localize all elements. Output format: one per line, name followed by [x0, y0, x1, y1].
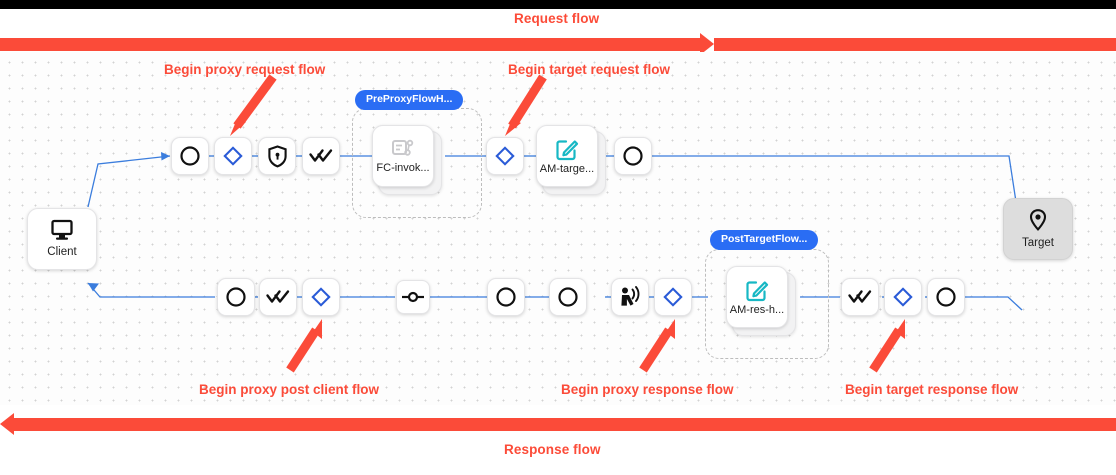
flow-callout-icon — [391, 138, 415, 160]
monitor-icon — [50, 219, 74, 241]
node-b7-broadcast[interactable] — [611, 278, 649, 316]
circle-icon — [225, 286, 247, 308]
double-check-icon — [309, 148, 333, 164]
callout-begin-proxy-request: Begin proxy request flow — [164, 62, 326, 77]
circle-icon — [935, 286, 957, 308]
node-t6-diamond[interactable] — [486, 137, 524, 175]
response-flow-bar — [14, 418, 1116, 431]
node-client-label: Client — [47, 246, 77, 259]
diamond-icon — [893, 287, 913, 307]
circle-icon — [179, 145, 201, 167]
diamond-icon — [663, 287, 683, 307]
node-b9-label: AM-res-h... — [729, 304, 785, 316]
double-check-icon — [266, 289, 290, 305]
node-b4-node-link[interactable] — [396, 280, 430, 314]
edit-square-icon — [555, 137, 579, 161]
node-b11-diamond[interactable] — [884, 278, 922, 316]
double-check-icon — [848, 289, 872, 305]
diamond-icon — [311, 287, 331, 307]
broadcast-icon — [618, 286, 642, 308]
callout-begin-target-request: Begin target request flow — [508, 62, 671, 77]
flow-canvas[interactable]: PreProxyFlowH... PostTargetFlow... Clien… — [0, 52, 1116, 405]
node-b5-circle[interactable] — [487, 278, 525, 316]
node-b12-circle[interactable] — [927, 278, 965, 316]
node-t1-circle[interactable] — [171, 137, 209, 175]
node-t8-circle[interactable] — [614, 137, 652, 175]
node-b3-diamond[interactable] — [302, 278, 340, 316]
request-flow-bar — [0, 38, 700, 51]
callout-begin-proxy-response: Begin proxy response flow — [561, 382, 734, 397]
node-b1-circle[interactable] — [217, 278, 255, 316]
node-b2-double-check[interactable] — [259, 278, 297, 316]
node-b8-diamond[interactable] — [654, 278, 692, 316]
node-t5-label: FC-invok... — [376, 162, 430, 174]
circle-icon — [622, 145, 644, 167]
group-post-target-flow[interactable] — [705, 249, 829, 359]
location-pin-icon — [1028, 208, 1048, 232]
circle-icon — [495, 286, 517, 308]
node-t4-double-check[interactable] — [302, 137, 340, 175]
top-black-strip — [0, 0, 1116, 9]
group-badge-post-target-flow[interactable]: PostTargetFlow... — [710, 230, 819, 250]
response-flow-arrowhead — [0, 413, 14, 435]
callout-begin-proxy-post-client: Begin proxy post client flow — [199, 382, 380, 397]
request-flow-label: Request flow — [514, 11, 600, 26]
group-badge-pre-proxy-flow[interactable]: PreProxyFlowH... — [355, 90, 464, 110]
node-target[interactable]: Target — [1003, 198, 1073, 260]
response-flow-label: Response flow — [504, 442, 601, 457]
shield-lock-icon — [267, 144, 288, 168]
callout-arrow-layer — [230, 74, 905, 373]
node-t7-am-target[interactable]: AM-targe... — [536, 125, 598, 187]
node-client[interactable]: Client — [27, 208, 97, 270]
node-t5-fc-invoke[interactable]: FC-invok... — [372, 125, 434, 187]
circle-icon — [557, 286, 579, 308]
diamond-icon — [223, 146, 243, 166]
node-target-label: Target — [1022, 237, 1054, 250]
node-t3-shield[interactable] — [258, 137, 296, 175]
node-link-icon — [401, 290, 425, 304]
edit-square-icon — [745, 278, 769, 302]
node-b6-circle[interactable] — [549, 278, 587, 316]
request-flow-arrowhead — [700, 33, 714, 55]
diamond-icon — [495, 146, 515, 166]
node-t7-label: AM-targe... — [539, 163, 595, 175]
node-b9-am-response[interactable]: AM-res-h... — [726, 266, 788, 328]
callout-begin-target-response: Begin target response flow — [845, 382, 1019, 397]
node-t2-diamond[interactable] — [214, 137, 252, 175]
node-b10-double-check[interactable] — [841, 278, 879, 316]
request-flow-bar-continued — [714, 38, 1116, 51]
